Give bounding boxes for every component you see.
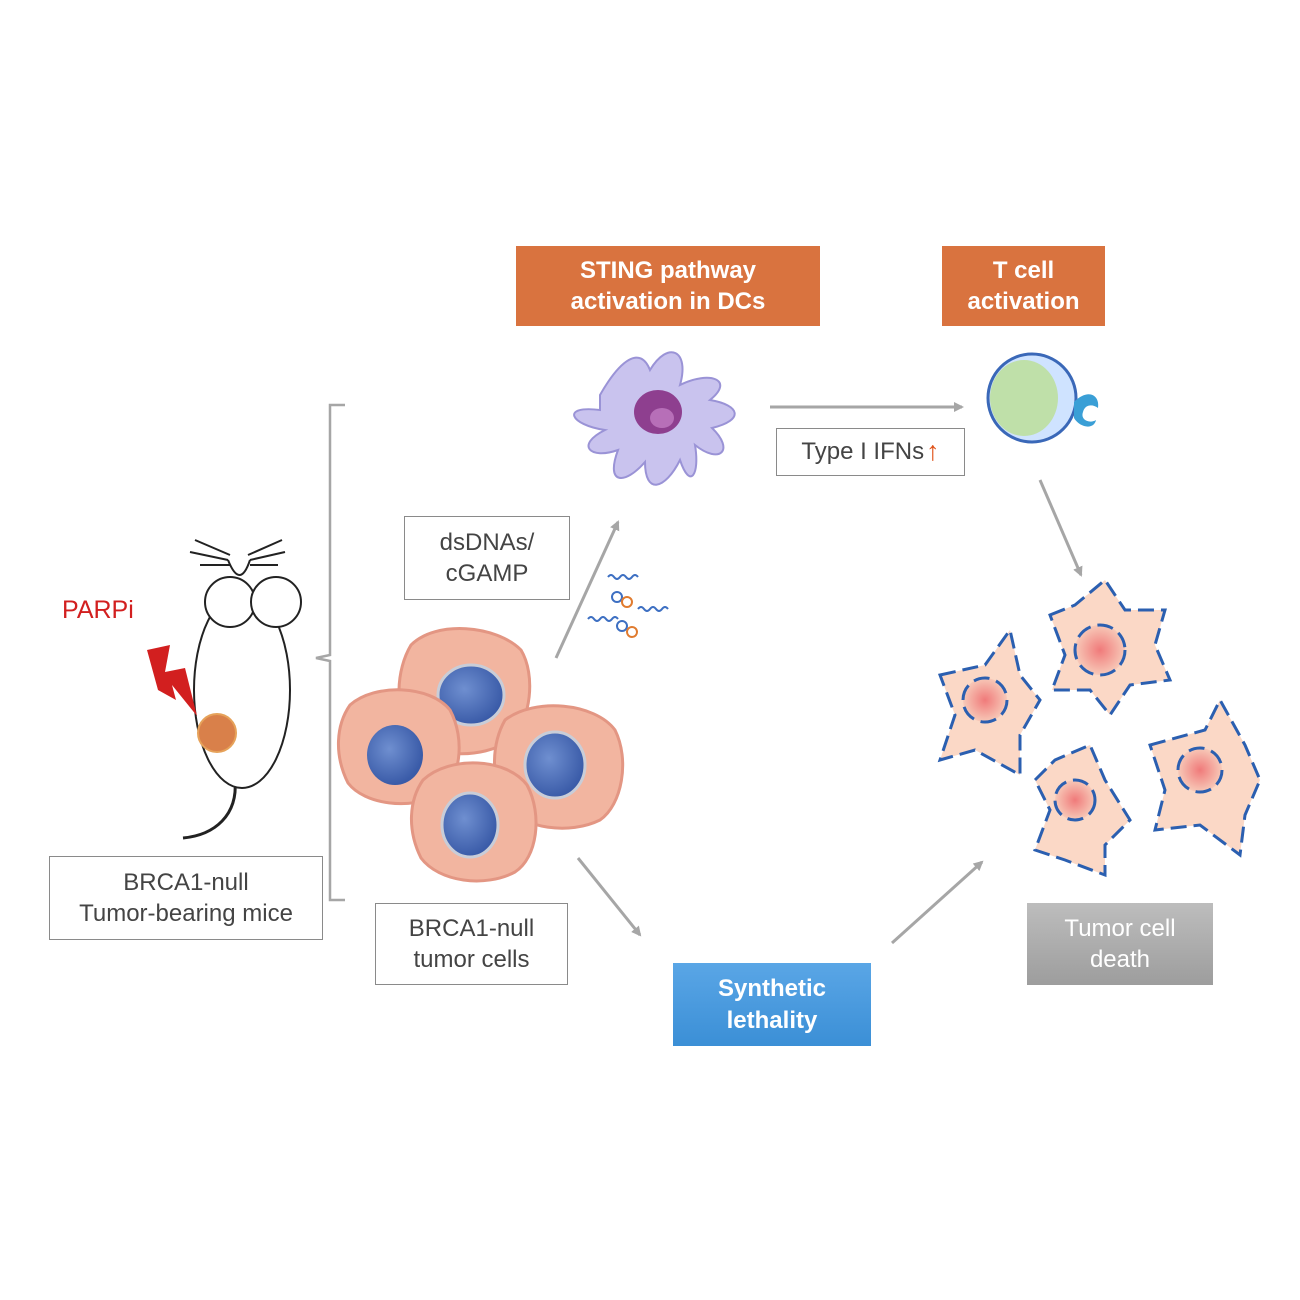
tumor-cells-icon: [337, 627, 625, 883]
synthetic-lethality-box: Synthetic lethality: [673, 963, 871, 1046]
dna-fragments-icon: [587, 574, 669, 638]
dsdna-label-box: dsDNAs/ cGAMP: [404, 516, 570, 600]
mice-label-line1: BRCA1-null: [123, 868, 249, 896]
ifn-label: Type I IFNs: [801, 438, 925, 466]
death-line2: death: [1089, 946, 1151, 973]
up-arrow-icon: ↑: [926, 436, 940, 467]
tumor-cells-label-line2: tumor cells: [413, 946, 530, 973]
synthetic-line1: Synthetic: [717, 975, 827, 1003]
mouse-icon: [182, 539, 302, 840]
mice-label-box: BRCA1-null Tumor-bearing mice: [49, 856, 323, 940]
dendritic-cell-icon: [573, 351, 736, 486]
parpi-label: PARPi: [62, 596, 134, 624]
death-line1: Tumor cell: [1064, 914, 1176, 942]
tcell-line1: T cell: [992, 256, 1055, 284]
bracket: [315, 403, 345, 902]
tumor-cells-label-line1: BRCA1-null: [408, 914, 535, 942]
tumor-cells-label-box: BRCA1-null tumor cells: [375, 903, 568, 985]
sting-line1: STING pathway: [579, 256, 757, 284]
ifn-label-box: Type I IFNs ↑: [776, 428, 965, 476]
tumor-mass: [197, 713, 237, 753]
mice-label-line2: Tumor-bearing mice: [79, 900, 293, 927]
dsdna-label-line2: cGAMP: [445, 560, 529, 587]
arrow-lethality-to-death: [890, 860, 984, 945]
lightning-icon: [147, 645, 197, 716]
arrow-tumor-to-lethality: [576, 857, 642, 937]
arrow-tcell-to-death: [1038, 479, 1083, 577]
dsdna-label-line1: dsDNAs/: [439, 528, 535, 556]
dead-tumor-cells-icon: [937, 577, 1262, 878]
sting-line2: activation in DCs: [570, 288, 766, 315]
tumor-death-box: Tumor cell death: [1027, 903, 1213, 985]
t-cell-icon: [986, 352, 1099, 444]
tcell-activation-box: T cell activation: [942, 246, 1105, 326]
arrow-tumor-to-dc: [554, 520, 620, 659]
tcell-line2: activation: [967, 288, 1080, 315]
sting-activation-box: STING pathway activation in DCs: [516, 246, 820, 326]
synthetic-line2: lethality: [726, 1006, 818, 1034]
arrows: [554, 402, 1083, 945]
